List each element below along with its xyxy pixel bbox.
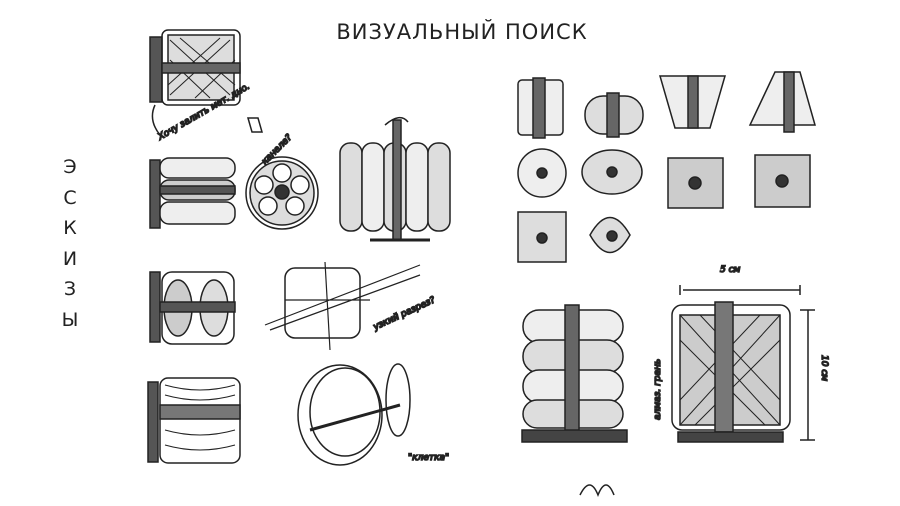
sketch-wide-cylinder [149,271,236,345]
sketch-canele-top [245,156,319,230]
sketch-cage [297,363,411,466]
note-height: 10 см [819,355,829,381]
sketch-stacked-rings-large [521,304,628,498]
sketch-narrow-cut [264,261,421,351]
sketch-scribble-cylinder [147,377,241,464]
sketch-mesh-cylinder [149,29,241,106]
side-letter: И [62,247,78,270]
sketch-top-views [517,71,816,263]
side-letter: К [63,217,77,239]
side-label-sketches: Э С К И З Ы [58,152,82,335]
side-letter: Э [63,156,77,178]
note-narrow-cut: узкий разрез? [371,295,437,333]
side-letter: С [63,186,77,209]
sketch-canele-side [339,116,451,242]
page-title: ВИЗУАЛЬНЫЙ ПОИСК [336,20,588,44]
note-width: 5 см [720,265,741,275]
arrow-icon [151,104,161,136]
sketch-diamond-facet [671,285,815,443]
note-diamond-face: алмаз. грань [653,359,663,420]
canele-icon [247,117,263,133]
note-cage: "клетка" [408,453,449,463]
sketch-ring-stack [149,157,236,229]
side-letter: З [63,278,77,300]
side-letter: Ы [61,308,79,331]
